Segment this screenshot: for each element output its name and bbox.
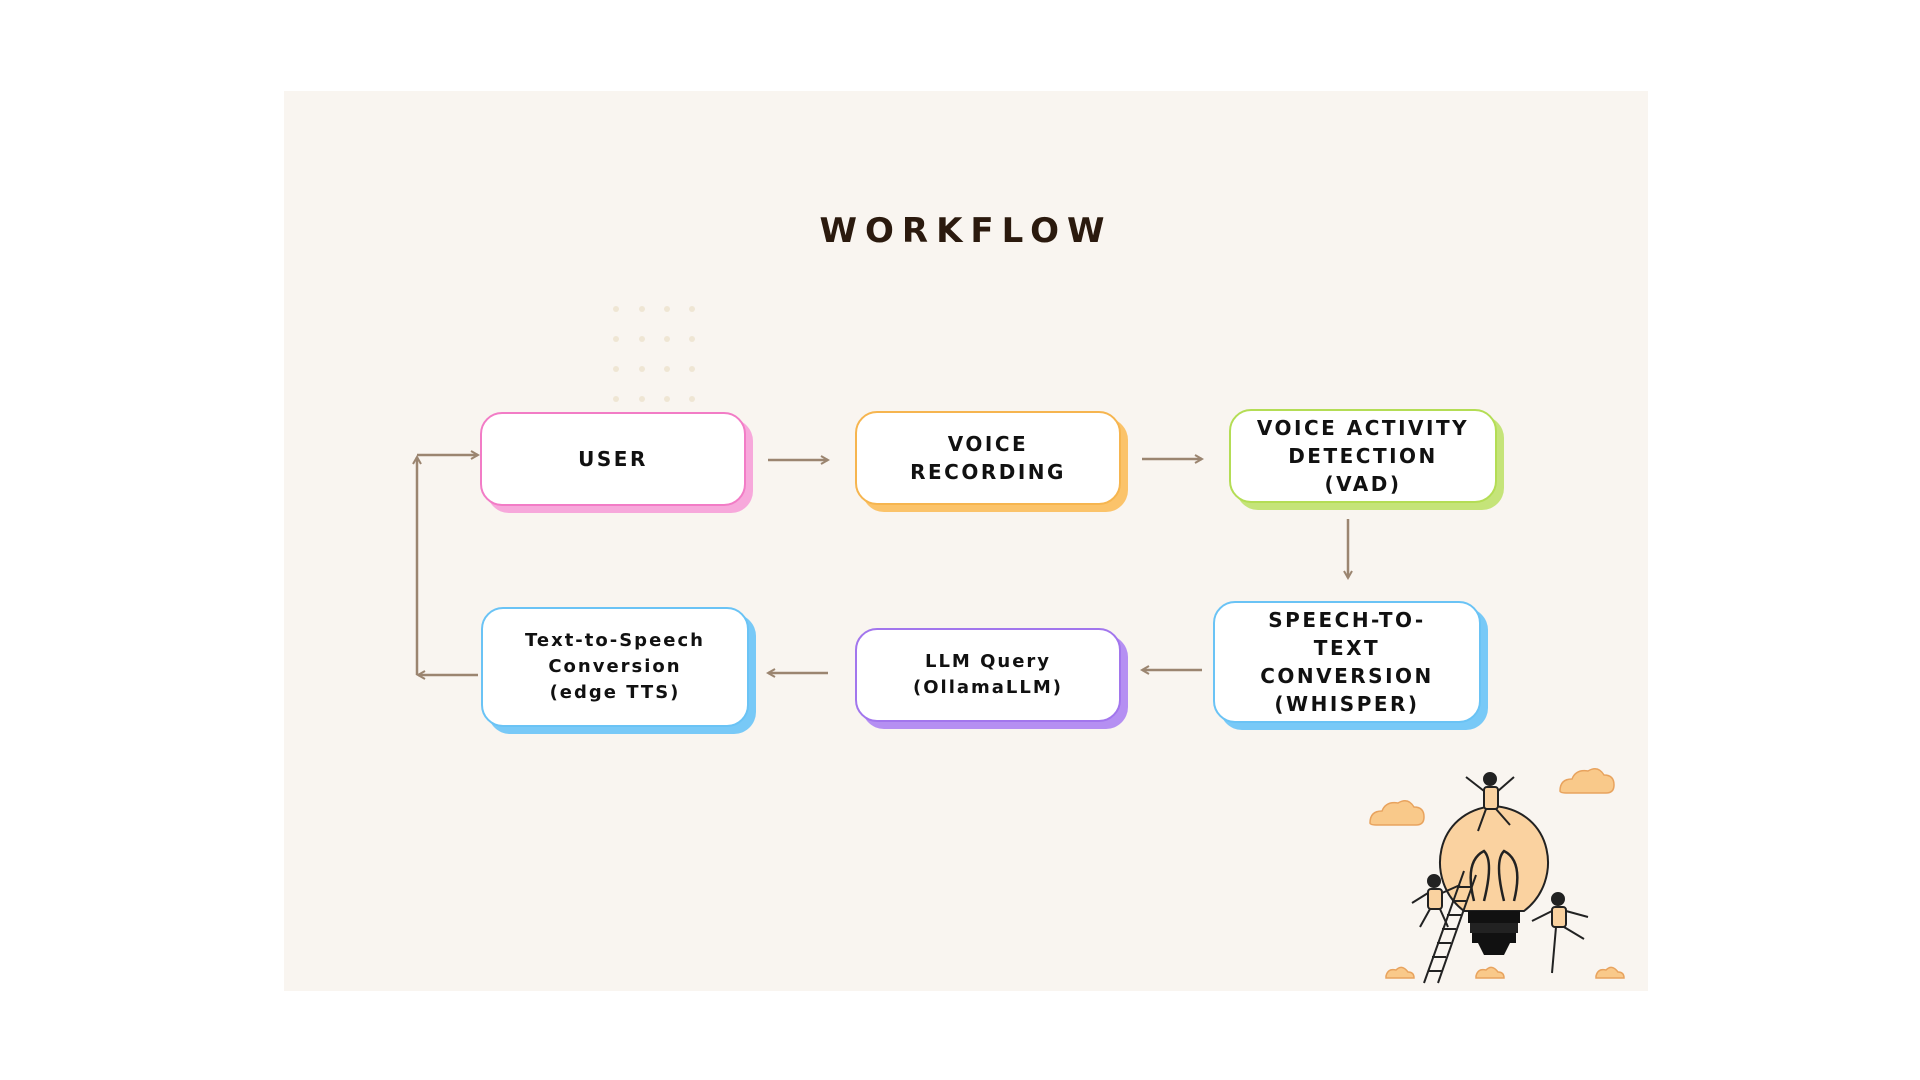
node-label: VOICE ACTIVITY DETECTION (VAD) xyxy=(1256,416,1470,496)
node-card: VOICE ACTIVITY DETECTION (VAD) xyxy=(1229,409,1497,503)
node-llm: LLM Query (OllamaLLM) xyxy=(855,628,1128,729)
node-tts: Text-to-Speech Conversion (edge TTS) xyxy=(481,607,756,734)
person-icon xyxy=(1531,892,1589,974)
node-label: LLM Query (OllamaLLM) xyxy=(913,651,1063,698)
person-icon xyxy=(1411,874,1461,928)
node-voice-recording: VOICE RECORDING xyxy=(855,411,1128,512)
slide-canvas: WORKFLOW USER VOICE xyxy=(284,91,1648,991)
node-card: LLM Query (OllamaLLM) xyxy=(855,628,1121,722)
node-user: USER xyxy=(480,412,753,513)
diagram-title: WORKFLOW xyxy=(819,211,1113,251)
node-card: VOICE RECORDING xyxy=(855,411,1121,505)
node-card: SPEECH-TO- TEXT CONVERSION (WHISPER) xyxy=(1213,601,1481,723)
node-card: Text-to-Speech Conversion (edge TTS) xyxy=(481,607,749,727)
lightbulb-teamwork-illustration xyxy=(1369,768,1625,984)
node-vad: VOICE ACTIVITY DETECTION (VAD) xyxy=(1229,409,1504,510)
person-icon xyxy=(1465,772,1515,832)
node-label: USER xyxy=(578,447,648,471)
lightbulb-icon xyxy=(1439,804,1549,955)
node-label: Text-to-Speech Conversion (edge TTS) xyxy=(525,630,705,703)
ladder-icon xyxy=(1423,870,1477,984)
node-label: SPEECH-TO- TEXT CONVERSION (WHISPER) xyxy=(1260,608,1434,716)
connector-layer xyxy=(284,91,1648,991)
node-stt: SPEECH-TO- TEXT CONVERSION (WHISPER) xyxy=(1213,601,1488,730)
node-card: USER xyxy=(480,412,746,506)
node-label: VOICE RECORDING xyxy=(910,432,1066,484)
cloud-icon xyxy=(1369,768,1625,979)
